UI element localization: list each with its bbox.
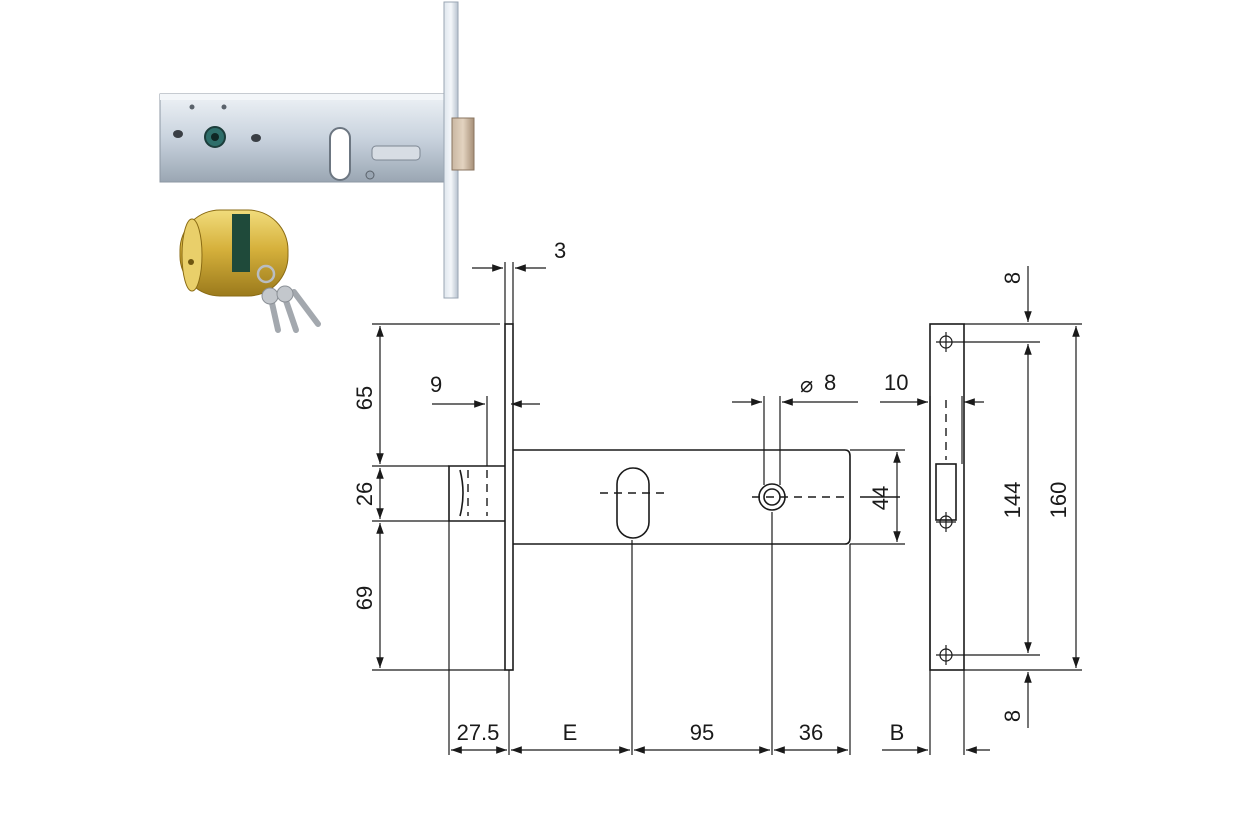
dim-hole-diameter: 8 (824, 370, 836, 395)
dim-end-distance: 36 (799, 720, 823, 745)
dim-height-top: 65 (352, 386, 377, 410)
dim-bolt-offset: 27.5 (457, 720, 500, 745)
dim-height-bottom: 69 (352, 586, 377, 610)
dim-top-margin: 8 (1000, 272, 1025, 284)
dim-bolt-height: 26 (352, 482, 377, 506)
dim-plate-thickness: 3 (554, 238, 566, 263)
dim-plate-length: 160 (1046, 482, 1071, 519)
dim-center-distance: 95 (690, 720, 714, 745)
dim-strike-offset: 10 (884, 370, 908, 395)
euro-cylinder-with-keys-photo-icon (179, 209, 321, 333)
dim-hole-diameter-symbol: ⌀ (800, 372, 813, 397)
dim-bottom-margin: 8 (1000, 710, 1025, 722)
extension-lines (372, 262, 1082, 755)
dimension-lines (376, 264, 1080, 754)
dim-hole-spacing: 144 (1000, 482, 1025, 519)
dim-case-height: 44 (868, 486, 893, 510)
face-plate-side-view (929, 323, 965, 671)
dimension-labels: 3 9 ⌀ 8 10 65 26 69 44 8 144 8 160 27.5 … (352, 238, 1071, 745)
mortise-lock-photo-icon (159, 1, 475, 299)
dim-strike-width: B (890, 720, 905, 745)
dim-backset: E (563, 720, 578, 745)
dim-bolt-projection: 9 (430, 372, 442, 397)
lock-front-view (448, 323, 900, 671)
